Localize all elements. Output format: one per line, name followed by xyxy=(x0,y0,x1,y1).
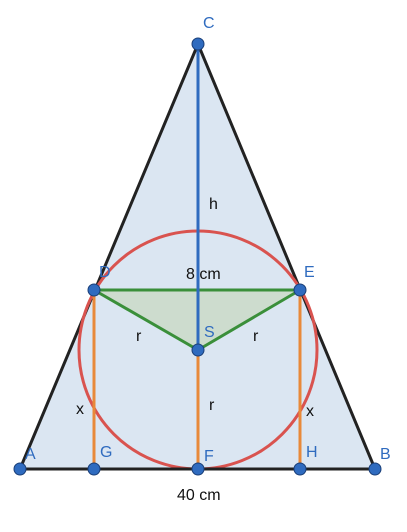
label-radius-right: r xyxy=(253,328,259,345)
label-base: 40 cm xyxy=(177,487,221,504)
label-height: h xyxy=(209,196,218,213)
label-radius-left: r xyxy=(136,328,142,345)
point-e xyxy=(293,283,307,297)
label-point-e: E xyxy=(304,264,315,281)
label-point-h: H xyxy=(306,444,318,461)
label-side-left: x xyxy=(76,401,84,418)
label-top-width: 8 cm xyxy=(186,266,221,283)
point-f xyxy=(191,462,205,476)
point-c xyxy=(191,37,205,51)
label-point-f: F xyxy=(204,448,214,465)
point-a xyxy=(13,462,27,476)
label-point-c: C xyxy=(203,15,215,32)
label-side-right: x xyxy=(306,403,314,420)
point-d xyxy=(87,283,101,297)
label-point-d: D xyxy=(99,264,111,281)
label-point-s: S xyxy=(204,324,215,341)
label-radius-down: r xyxy=(209,397,215,414)
label-point-b: B xyxy=(380,446,391,463)
label-point-a: A xyxy=(25,446,36,463)
label-point-g: G xyxy=(100,444,112,461)
point-h xyxy=(293,462,307,476)
point-g xyxy=(87,462,101,476)
point-s xyxy=(191,343,205,357)
point-b xyxy=(368,462,382,476)
